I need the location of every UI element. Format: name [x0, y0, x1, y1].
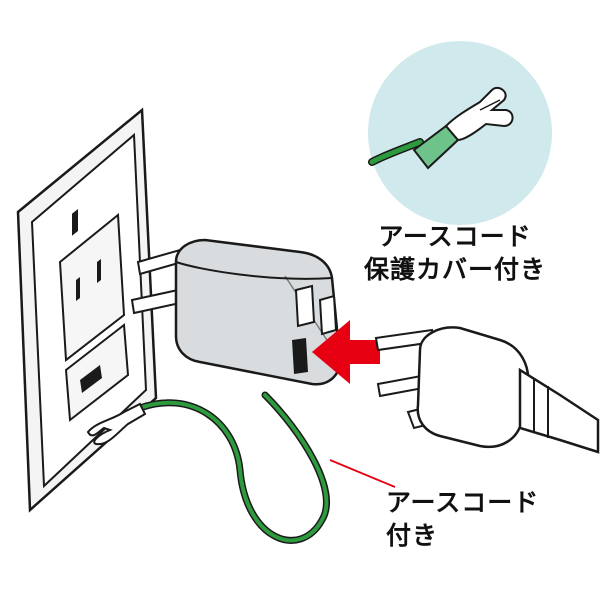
cover-callout-line-2: 保護カバー付き — [363, 255, 546, 284]
power-plug-icon — [374, 326, 600, 454]
cord-callout-label: アースコード 付き — [386, 486, 539, 552]
earth-terminal-icon — [368, 41, 552, 225]
cord-callout-line-1: アースコード — [386, 488, 540, 517]
cover-callout-line-1: アースコード — [378, 222, 532, 251]
cord-callout-line-2: 付き — [386, 521, 439, 550]
callout-line — [329, 459, 396, 488]
plug-adapter-icon — [130, 238, 342, 386]
wall-outlet-icon — [16, 107, 158, 513]
insert-arrow-icon — [312, 320, 380, 384]
cover-callout-label: アースコード 保護カバー付き — [360, 220, 550, 286]
earth-cord-icon — [86, 391, 330, 544]
